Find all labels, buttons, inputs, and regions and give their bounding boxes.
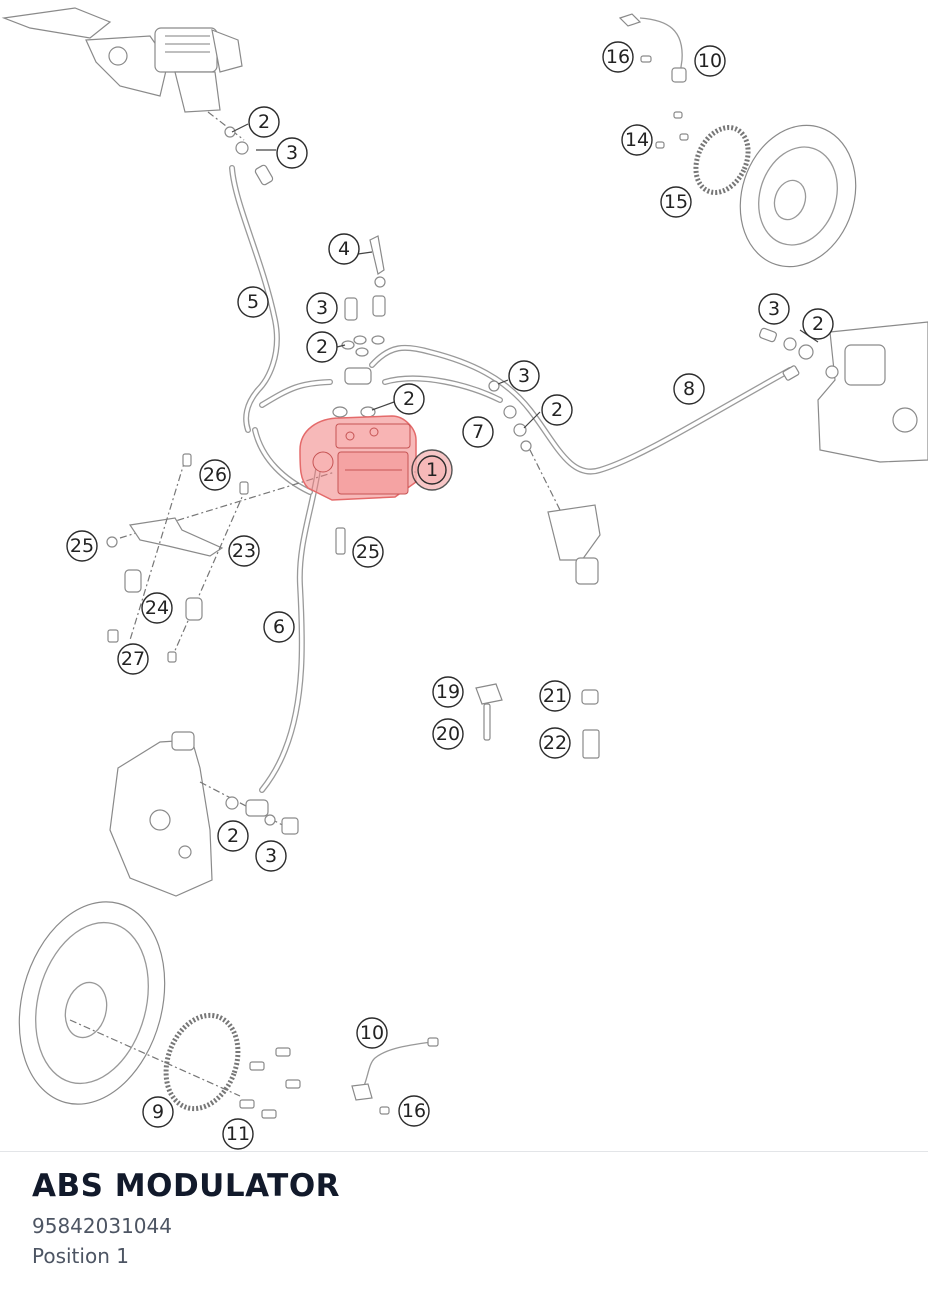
- callout-3[interactable]: 3: [758, 293, 790, 325]
- front-master-cylinder: [1, 7, 274, 186]
- svg-text:23: 23: [232, 540, 256, 562]
- brake-hose-6: [252, 427, 321, 793]
- brake-hose-5: [229, 165, 333, 433]
- svg-text:3: 3: [286, 142, 298, 164]
- svg-text:3: 3: [265, 845, 277, 867]
- callout-2[interactable]: 2: [217, 820, 249, 852]
- svg-text:9: 9: [152, 1101, 164, 1123]
- front-caliper: [109, 731, 299, 897]
- callout-2[interactable]: 2: [248, 106, 280, 138]
- svg-text:25: 25: [356, 541, 380, 563]
- callout-2[interactable]: 2: [306, 331, 338, 363]
- rear-master-cylinder: [529, 449, 601, 585]
- svg-text:19: 19: [436, 681, 460, 703]
- callout-20[interactable]: 20: [432, 718, 464, 750]
- svg-text:14: 14: [625, 129, 649, 151]
- callout-2[interactable]: 2: [802, 308, 834, 340]
- part-number: 95842031044: [32, 1214, 172, 1238]
- svg-text:16: 16: [606, 46, 630, 68]
- svg-text:2: 2: [316, 336, 328, 358]
- part-title: ABS MODULATOR: [32, 1168, 341, 1204]
- svg-text:6: 6: [273, 616, 285, 638]
- callout-15[interactable]: 15: [660, 186, 692, 218]
- callout-4[interactable]: 4: [328, 233, 360, 265]
- callout-25[interactable]: 25: [66, 530, 98, 562]
- callout-3[interactable]: 3: [255, 840, 287, 872]
- callout-11[interactable]: 11: [222, 1118, 254, 1150]
- svg-text:2: 2: [227, 825, 239, 847]
- svg-text:3: 3: [518, 365, 530, 387]
- callout-16[interactable]: 16: [602, 41, 634, 73]
- svg-text:25: 25: [70, 535, 94, 557]
- svg-text:7: 7: [472, 421, 484, 443]
- callout-19[interactable]: 19: [432, 676, 464, 708]
- callout-bubbles: 1 2 3 4 5 3 2 2 3 2 7 8 3 2 16 10 14 15 …: [66, 41, 834, 1150]
- modulator-fittings: [332, 235, 532, 555]
- part-position: Position 1: [32, 1244, 129, 1268]
- callout-6[interactable]: 6: [263, 611, 295, 643]
- svg-text:22: 22: [543, 732, 567, 754]
- callout-9[interactable]: 9: [142, 1096, 174, 1128]
- svg-text:26: 26: [203, 464, 227, 486]
- callout-22[interactable]: 22: [539, 727, 571, 759]
- callout-1[interactable]: 1: [411, 449, 453, 491]
- svg-text:1: 1: [426, 459, 438, 481]
- svg-text:4: 4: [338, 238, 350, 260]
- svg-text:20: 20: [436, 723, 460, 745]
- svg-text:3: 3: [768, 298, 780, 320]
- svg-text:2: 2: [258, 111, 270, 133]
- callout-2[interactable]: 2: [541, 394, 573, 426]
- svg-text:24: 24: [145, 597, 169, 619]
- svg-text:27: 27: [121, 648, 145, 670]
- rear-disc: [618, 13, 857, 268]
- callout-3[interactable]: 3: [306, 292, 338, 324]
- callout-3[interactable]: 3: [508, 360, 540, 392]
- section-divider: [0, 1151, 928, 1152]
- svg-text:5: 5: [247, 291, 259, 313]
- callout-3[interactable]: 3: [276, 137, 308, 169]
- callout-10[interactable]: 10: [694, 45, 726, 77]
- callout-26[interactable]: 26: [199, 459, 231, 491]
- exploded-parts-diagram: 1 2 3 4 5 3 2 2 3 2 7 8 3 2 16 10 14 15 …: [1, 7, 928, 1150]
- abs-modulator-highlight[interactable]: [299, 415, 417, 501]
- svg-text:2: 2: [403, 388, 415, 410]
- callout-5[interactable]: 5: [237, 286, 269, 318]
- brake-hose-8: [369, 344, 793, 475]
- callout-25[interactable]: 25: [352, 536, 384, 568]
- svg-text:11: 11: [226, 1123, 250, 1145]
- modulator-bracket: [106, 453, 336, 663]
- svg-text:10: 10: [698, 50, 722, 72]
- svg-text:2: 2: [812, 313, 824, 335]
- callout-21[interactable]: 21: [539, 680, 571, 712]
- rear-caliper: [759, 321, 928, 463]
- callout-16[interactable]: 16: [398, 1095, 430, 1127]
- front-disc: [18, 901, 301, 1119]
- part-info: ABS MODULATOR 95842031044 Position 1: [32, 1168, 340, 1268]
- front-speed-sensor: [351, 1037, 439, 1115]
- callout-23[interactable]: 23: [228, 535, 260, 567]
- svg-text:3: 3: [316, 297, 328, 319]
- callout-8[interactable]: 8: [673, 373, 705, 405]
- callout-27[interactable]: 27: [117, 643, 149, 675]
- svg-text:21: 21: [543, 685, 567, 707]
- svg-text:2: 2: [551, 399, 563, 421]
- callout-2[interactable]: 2: [393, 383, 425, 415]
- sensor-connectors: [475, 683, 600, 759]
- callout-14[interactable]: 14: [621, 124, 653, 156]
- callout-7[interactable]: 7: [462, 416, 494, 448]
- svg-text:10: 10: [360, 1022, 384, 1044]
- svg-text:16: 16: [402, 1100, 426, 1122]
- svg-text:8: 8: [683, 378, 695, 400]
- callout-10[interactable]: 10: [356, 1017, 388, 1049]
- callout-24[interactable]: 24: [141, 592, 173, 624]
- parts-artwork: [1, 7, 928, 1119]
- svg-text:15: 15: [664, 191, 688, 213]
